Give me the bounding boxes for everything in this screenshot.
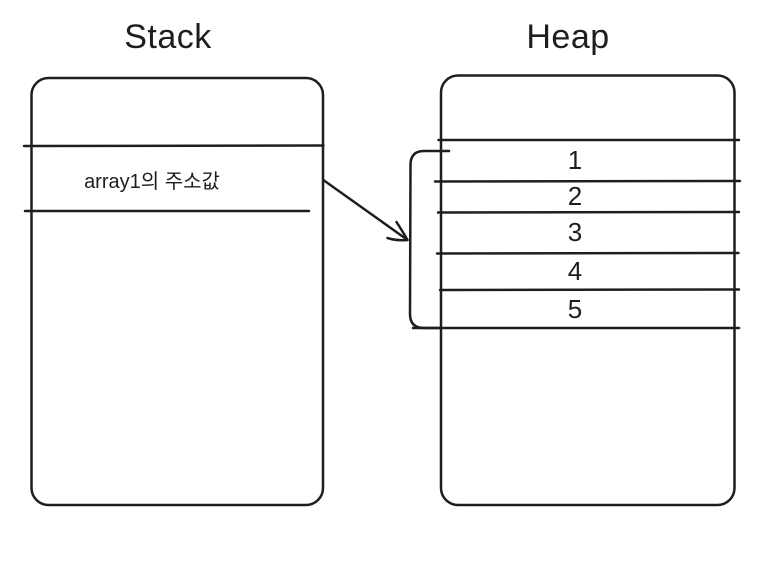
heap-row-divider	[438, 288, 741, 292]
stack-cell-divider-top	[22, 144, 325, 148]
heap-cell-value: 4	[567, 256, 583, 286]
heap-cell-value: 1	[567, 145, 583, 175]
heap-cell-value: 5	[567, 293, 583, 324]
heap-row-divider	[433, 179, 742, 183]
heap-cell-value: 3	[567, 217, 583, 247]
heap-title: Heap	[526, 18, 610, 56]
pointer-arrow-icon	[322, 179, 409, 242]
stack-title: Stack	[124, 18, 212, 56]
stack-box	[30, 76, 325, 507]
stack-pointer-cell-label: array1의 주소값	[84, 170, 220, 193]
heap-row-divider	[435, 251, 740, 255]
array-bracket	[408, 149, 451, 330]
heap-cell-value: 2	[567, 181, 583, 211]
heap-row-divider	[436, 210, 741, 214]
pointer-arrow-shaft	[322, 179, 407, 240]
pointer-arrow-head	[386, 220, 409, 242]
